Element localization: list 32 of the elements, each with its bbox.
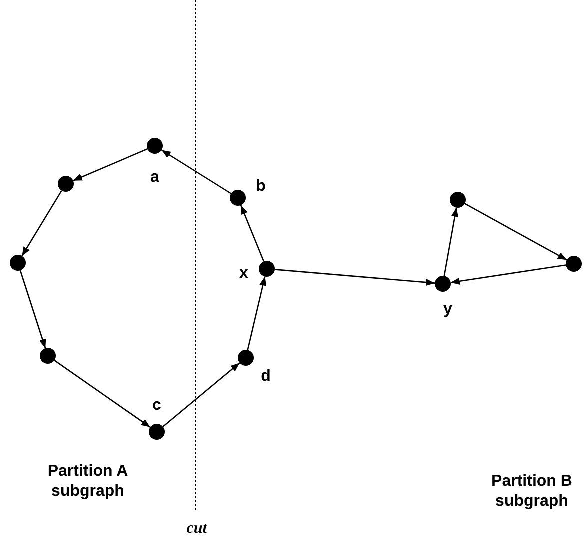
arrow (161, 150, 232, 194)
graph-vertex (230, 190, 246, 206)
graph-vertex (450, 192, 466, 208)
arrow (73, 148, 148, 182)
vertex-label: d (261, 369, 271, 385)
vertex-label: c (152, 398, 162, 414)
arrow (240, 205, 265, 262)
arrow (444, 208, 459, 276)
graph-vertex (238, 350, 254, 366)
arrow (274, 269, 436, 286)
cut-label: cut (186, 520, 208, 538)
partition-label: Partition A subgraph (46, 462, 130, 502)
graph-vertex (58, 176, 74, 192)
vertex-label: b (256, 179, 266, 195)
vertex-label: x (240, 266, 248, 282)
arrow (464, 203, 568, 261)
graph-vertex (40, 348, 56, 364)
graph-vertex (149, 424, 165, 440)
partition-label: Partition B subgraph (490, 472, 574, 512)
arrow (162, 362, 240, 428)
graph-vertex (147, 138, 163, 154)
graph-vertex (10, 255, 26, 271)
arrow (450, 264, 566, 285)
vertex-label: y (444, 302, 452, 318)
vertex-label: a (150, 170, 160, 186)
graph-vertex (435, 276, 451, 292)
arrow (22, 190, 62, 256)
arrow (54, 360, 151, 428)
arrow (247, 276, 267, 350)
graph-vertex (259, 261, 275, 277)
arrow (20, 270, 46, 349)
graph-vertex (566, 256, 582, 272)
